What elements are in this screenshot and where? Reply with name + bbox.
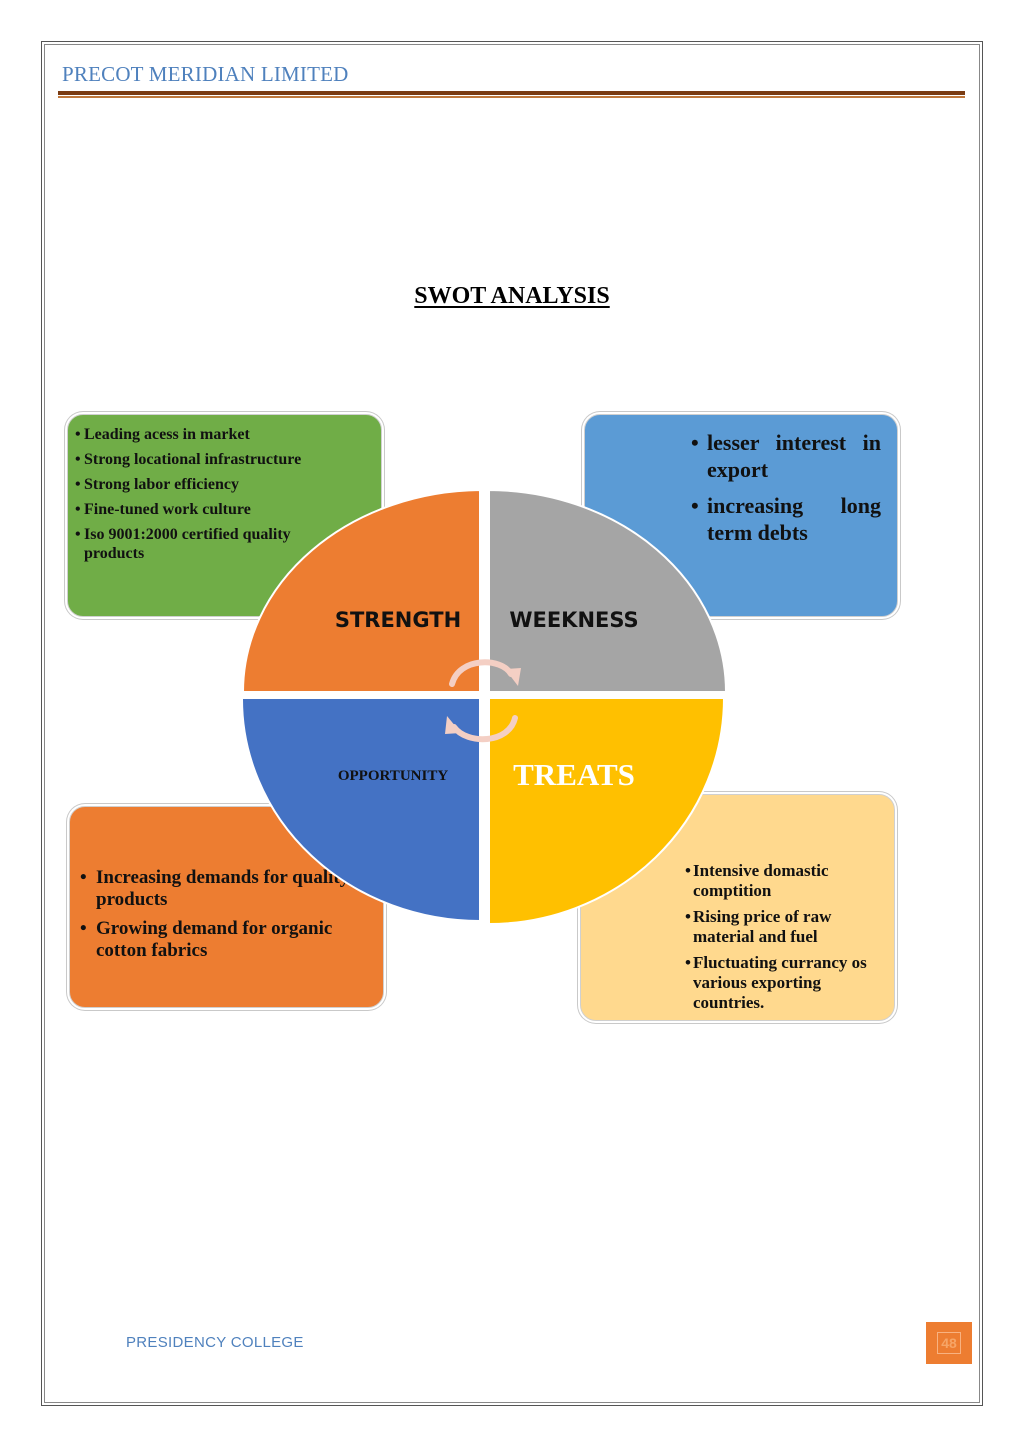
swot-wheel: STRENGTH WEEKNESS OPPORTUNITY TREATS	[240, 488, 728, 926]
opportunity-quadrant	[240, 697, 481, 923]
page-number: 48	[937, 1332, 961, 1354]
document-header-title: PRECOT MERIDIAN LIMITED	[62, 62, 349, 86]
opportunity-list: Increasing demands for quality products …	[70, 807, 383, 962]
header-rule	[58, 91, 965, 95]
weakness-item: increasing long term debts	[691, 492, 881, 546]
page-border	[41, 41, 983, 1406]
threats-item: Rising price of raw material and fuel	[685, 907, 880, 947]
opportunity-item: Increasing demands for quality products	[80, 867, 363, 911]
weakness-list: lesser interest in export increasing lon…	[585, 415, 897, 546]
footer-college-name: PRESIDENCY COLLEGE	[126, 1334, 304, 1351]
strength-list: Leading acess in market Strong locationa…	[68, 415, 381, 563]
header-rule-accent	[58, 96, 965, 98]
threats-label: TREATS	[513, 757, 635, 792]
cycle-arrow-top-head-icon	[505, 668, 521, 686]
threats-item: Fluctuating currancy os various exportin…	[685, 953, 880, 1013]
weakness-label: WEEKNESS	[509, 608, 638, 632]
strength-item: Strong locational infrastructure	[75, 450, 381, 469]
page-heading: SWOT ANALYSIS	[0, 283, 1024, 310]
opportunity-item: Growing demand for organic cotton fabric…	[80, 918, 363, 962]
threats-list: Intensive domastic comptition Rising pri…	[581, 795, 894, 1013]
weakness-quadrant	[488, 488, 728, 693]
strength-item: Fine-tuned work culture	[75, 500, 381, 519]
strength-label: STRENGTH	[335, 608, 461, 632]
strength-item: Iso 9001:2000 certified quality products	[75, 525, 381, 563]
strength-item: Leading acess in market	[75, 425, 381, 444]
strength-quadrant	[241, 488, 481, 693]
threats-item: Intensive domastic comptition	[685, 861, 880, 901]
strength-item: Strong labor efficiency	[75, 475, 381, 494]
page-number-badge: 48	[926, 1322, 972, 1364]
page-heading-text: SWOT ANALYSIS	[414, 283, 610, 309]
opportunity-label: OPPORTUNITY	[338, 768, 448, 784]
cycle-arrow-bottom-head-icon	[445, 716, 461, 734]
weakness-item: lesser interest in export	[691, 429, 881, 483]
threats-quadrant	[488, 697, 726, 926]
